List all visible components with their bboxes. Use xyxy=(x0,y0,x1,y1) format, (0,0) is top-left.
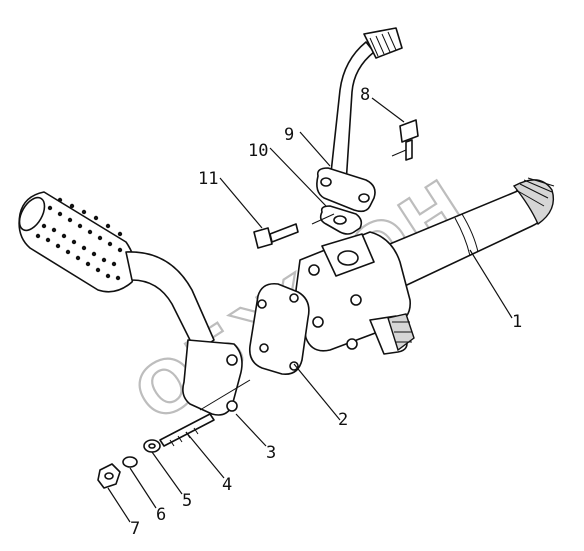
part-9-pipe xyxy=(299,27,403,213)
callout-7: 7 xyxy=(130,519,140,539)
part-5-washer xyxy=(143,439,183,495)
callout-2: 2 xyxy=(338,410,348,430)
callout-4: 4 xyxy=(222,475,232,495)
assembly-axis-line-2 xyxy=(311,213,335,225)
leader-1 xyxy=(469,249,513,319)
callout-5: 5 xyxy=(182,491,192,511)
leader-3 xyxy=(235,413,267,447)
callout-1: 1 xyxy=(512,312,522,332)
callout-8: 8 xyxy=(360,85,370,105)
callout-11: 11 xyxy=(198,169,218,189)
callout-6: 6 xyxy=(156,505,166,525)
strainer-pipe xyxy=(18,191,243,416)
part-10-gasket xyxy=(269,147,363,235)
leader-2 xyxy=(293,363,341,421)
callout-10: 10 xyxy=(248,141,268,161)
part-2-gasket xyxy=(248,282,310,376)
part-4-bolt xyxy=(159,413,225,479)
callout-3: 3 xyxy=(266,443,276,463)
assembly-axis-line xyxy=(199,379,251,411)
part-1-shaft xyxy=(295,177,555,355)
part-7-nut xyxy=(97,463,131,523)
part-8-bolt xyxy=(371,97,419,161)
callout-9: 9 xyxy=(284,125,294,145)
part-6-spring-washer xyxy=(122,456,157,509)
part-11-bolt xyxy=(219,177,299,249)
